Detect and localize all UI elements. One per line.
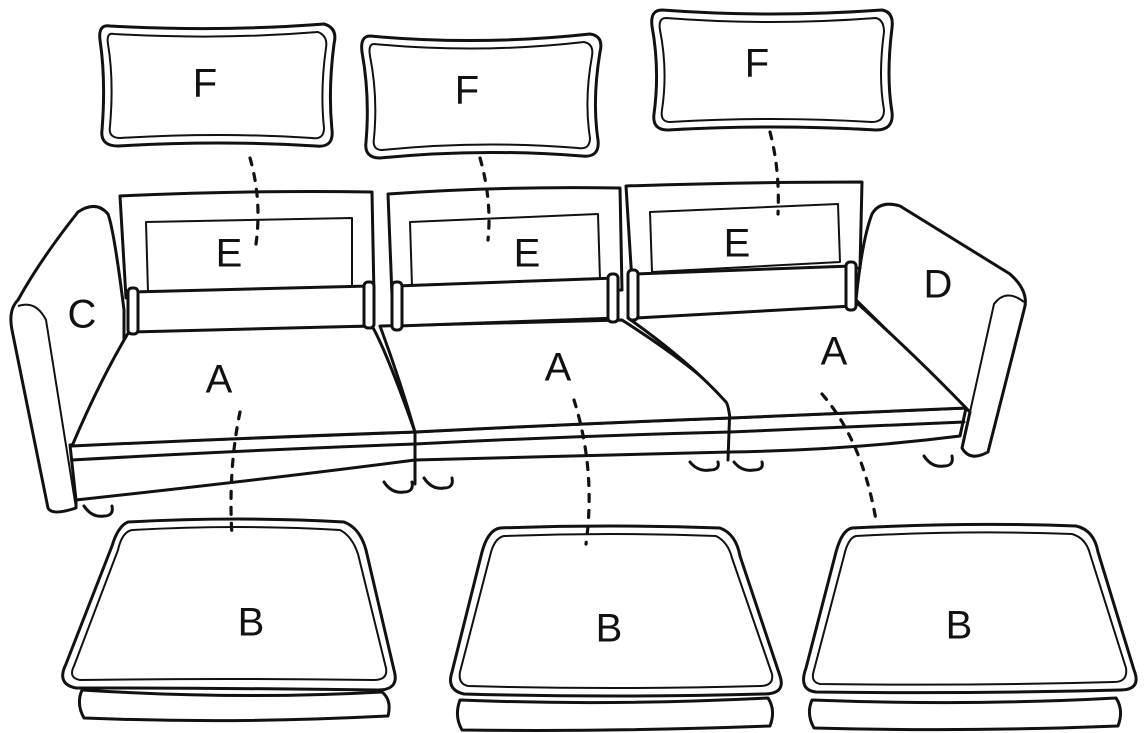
cushion-left: B xyxy=(63,519,396,721)
seat-right-label: A xyxy=(821,330,848,374)
armrest-right-label: D xyxy=(924,263,953,307)
pillow-middle: F xyxy=(362,34,601,158)
back-left-label: E xyxy=(216,232,243,276)
pillow-right-label: F xyxy=(745,42,769,86)
cushion-right-label: B xyxy=(946,604,973,648)
back-middle-label: E xyxy=(514,232,541,276)
back-left xyxy=(120,192,374,299)
armrest-left-label: C xyxy=(68,293,97,337)
pillow-left-label: F xyxy=(193,62,217,106)
cushion-right: B xyxy=(804,524,1137,729)
pillow-left: F xyxy=(100,24,335,146)
pillow-right: F xyxy=(652,10,893,130)
seat-left-label: A xyxy=(206,358,233,402)
seat-left xyxy=(72,326,415,446)
sofa: C D E E E A A A xyxy=(11,182,1026,516)
cushion-middle-label: B xyxy=(596,607,623,651)
cushion-middle: B xyxy=(451,526,782,731)
back-right-label: E xyxy=(724,222,751,266)
seat-middle-label: A xyxy=(545,346,572,390)
cushion-left-label: B xyxy=(238,601,265,645)
pillow-middle-label: F xyxy=(455,69,479,113)
